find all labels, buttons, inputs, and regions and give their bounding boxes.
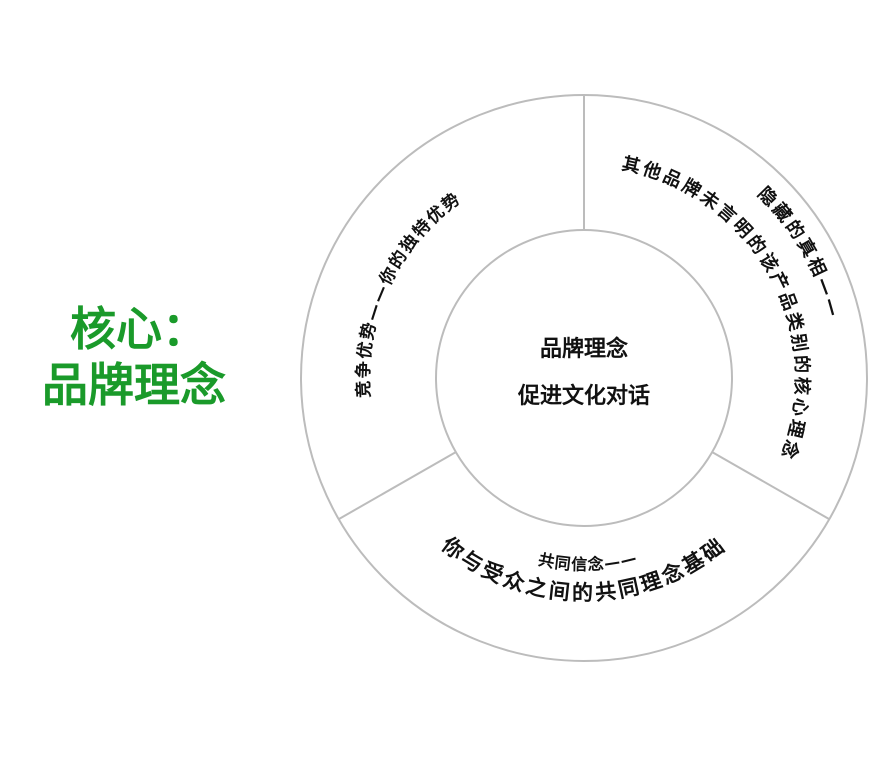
divider-bottom-right xyxy=(711,451,830,520)
bottom-heading-textpath: 共同信念—— xyxy=(537,548,639,574)
right-segment-heading: 隐藏的真相—— xyxy=(753,183,845,321)
left-segment-text: 竞争优势——你的独特优势 xyxy=(353,188,466,399)
title-line-1: 核心： xyxy=(70,302,208,356)
inner-circle xyxy=(435,229,733,527)
left-segment-textpath: 竞争优势——你的独特优势 xyxy=(353,188,464,399)
divider-bottom-left xyxy=(338,451,457,520)
center-line-2: 促进文化对话 xyxy=(517,383,650,409)
bottom-segment-heading: 共同信念—— xyxy=(537,548,640,574)
title-line-2: 品牌理念 xyxy=(42,358,226,412)
center-line-1: 品牌理念 xyxy=(540,336,628,362)
right-heading-textpath: 隐藏的真相—— xyxy=(753,183,842,321)
